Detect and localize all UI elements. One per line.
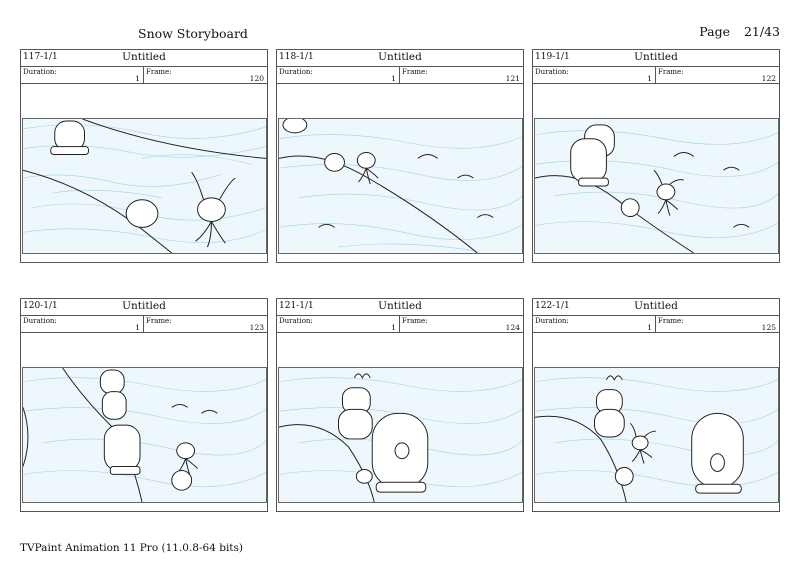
panel-image[interactable] <box>278 118 523 254</box>
panel-meta: Duration: 1 Frame: 122 <box>533 67 779 84</box>
panel-header: 122-1/1 Untitled <box>533 299 779 316</box>
frame-value: 125 <box>761 323 776 332</box>
duration-value: 1 <box>391 323 396 332</box>
duration-label: Duration: <box>279 68 313 76</box>
panel-name: Untitled <box>378 51 422 63</box>
panel-id: 120-1/1 <box>23 301 58 311</box>
frame-label: Frame: <box>146 317 172 325</box>
storyboard-panel[interactable]: 117-1/1 Untitled Duration: 1 Frame: 120 <box>20 49 268 263</box>
document-title: Snow Storyboard <box>138 26 248 41</box>
storyboard-panel[interactable]: 121-1/1 Untitled Duration: 1 Frame: 124 <box>276 298 524 512</box>
duration-value: 1 <box>391 74 396 83</box>
storyboard-panel[interactable]: 120-1/1 Untitled Duration: 1 Frame: 123 <box>20 298 268 512</box>
panel-meta: Duration: 1 Frame: 125 <box>533 316 779 333</box>
duration-value: 1 <box>647 323 652 332</box>
duration-label: Duration: <box>535 317 569 325</box>
panel-meta: Duration: 1 Frame: 120 <box>21 67 267 84</box>
storyboard-panel[interactable]: 122-1/1 Untitled Duration: 1 Frame: 125 <box>532 298 780 512</box>
panel-name: Untitled <box>122 51 166 63</box>
panel-name: Untitled <box>634 300 678 312</box>
panel-header: 117-1/1 Untitled <box>21 50 267 67</box>
page-number: 21/43 <box>743 24 780 39</box>
panel-image[interactable] <box>22 367 267 503</box>
storyboard-panel[interactable]: 119-1/1 Untitled Duration: 1 Frame: 122 <box>532 49 780 263</box>
frame-label: Frame: <box>402 68 428 76</box>
panel-id: 121-1/1 <box>279 301 314 311</box>
panel-id: 119-1/1 <box>535 52 570 62</box>
page-label: Page <box>699 24 730 39</box>
frame-value: 122 <box>761 74 776 83</box>
panel-image[interactable] <box>278 367 523 503</box>
duration-label: Duration: <box>23 68 57 76</box>
panel-header: 121-1/1 Untitled <box>277 299 523 316</box>
panel-header: 118-1/1 Untitled <box>277 50 523 67</box>
footer-app-version: TVPaint Animation 11 Pro (11.0.8-64 bits… <box>20 542 244 554</box>
frame-label: Frame: <box>658 317 684 325</box>
duration-label: Duration: <box>535 68 569 76</box>
panel-image[interactable] <box>534 367 779 503</box>
panel-meta: Duration: 1 Frame: 123 <box>21 316 267 333</box>
page-indicator: Page 21/43 <box>699 24 780 39</box>
panel-image[interactable] <box>534 118 779 254</box>
panel-header: 120-1/1 Untitled <box>21 299 267 316</box>
duration-value: 1 <box>647 74 652 83</box>
panel-name: Untitled <box>378 300 422 312</box>
frame-value: 123 <box>249 323 264 332</box>
panel-image[interactable] <box>22 118 267 254</box>
frame-value: 120 <box>249 74 264 83</box>
panel-id: 118-1/1 <box>279 52 314 62</box>
frame-label: Frame: <box>146 68 172 76</box>
frame-value: 121 <box>505 74 520 83</box>
frame-value: 124 <box>505 323 520 332</box>
panel-header: 119-1/1 Untitled <box>533 50 779 67</box>
panel-meta: Duration: 1 Frame: 124 <box>277 316 523 333</box>
panel-id: 122-1/1 <box>535 301 570 311</box>
panel-meta: Duration: 1 Frame: 121 <box>277 67 523 84</box>
panel-name: Untitled <box>122 300 166 312</box>
storyboard-panel[interactable]: 118-1/1 Untitled Duration: 1 Frame: 121 <box>276 49 524 263</box>
duration-label: Duration: <box>279 317 313 325</box>
duration-label: Duration: <box>23 317 57 325</box>
panel-id: 117-1/1 <box>23 52 58 62</box>
duration-value: 1 <box>135 323 140 332</box>
duration-value: 1 <box>135 74 140 83</box>
frame-label: Frame: <box>658 68 684 76</box>
frame-label: Frame: <box>402 317 428 325</box>
panel-name: Untitled <box>634 51 678 63</box>
